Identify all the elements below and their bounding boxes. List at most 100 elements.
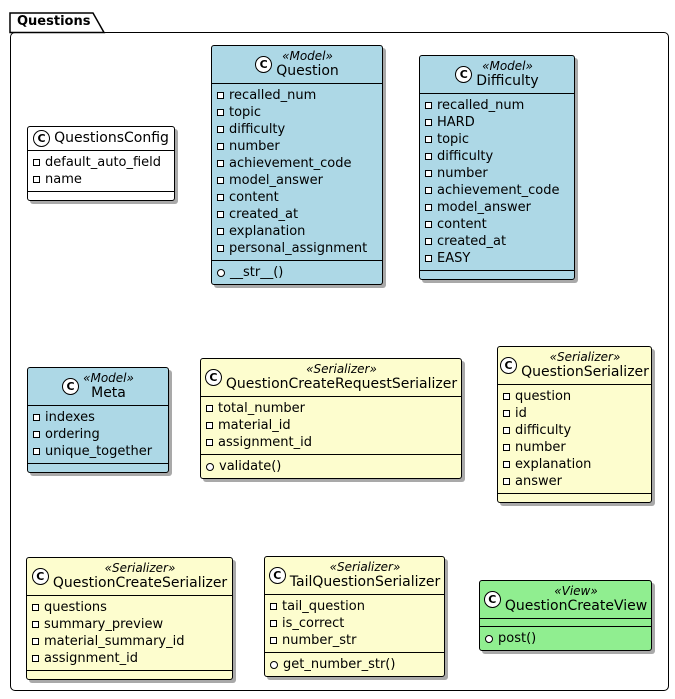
member-row: summary_preview xyxy=(32,616,227,633)
attribute-square-icon xyxy=(33,159,40,166)
member-label: difficulty xyxy=(437,149,494,164)
attribute-square-icon xyxy=(503,393,510,400)
class-icon: C xyxy=(483,591,501,608)
stereotype-label: «Serializer» xyxy=(306,362,377,376)
class-name: QuestionsConfig xyxy=(54,130,169,146)
method-circle-icon xyxy=(217,268,225,277)
class-icon: C xyxy=(268,567,286,584)
class-header: C «Serializer» QuestionCreateRequestSeri… xyxy=(201,359,461,397)
member-label: difficulty xyxy=(515,423,572,438)
member-label: tail_question xyxy=(282,599,365,614)
methods-compartment: __str__() xyxy=(212,260,382,284)
stereotype-label: «Serializer» xyxy=(104,561,176,575)
member-label: created_at xyxy=(229,207,299,222)
member-row: get_number_str() xyxy=(270,656,439,673)
class-header: C «Model» Meta xyxy=(28,368,168,406)
member-label: recalled_num xyxy=(437,98,525,113)
package-tab xyxy=(9,12,106,34)
package-border xyxy=(10,32,669,691)
class-header: C «Serializer» QuestionSerializer xyxy=(498,347,651,385)
member-row: assignment_id xyxy=(32,650,227,667)
class-icon: C xyxy=(31,568,49,585)
member-row: name xyxy=(33,171,169,188)
stereotype-label: «Model» xyxy=(282,49,333,63)
attribute-square-icon xyxy=(217,245,224,252)
class-icon: C xyxy=(33,130,51,147)
member-label: number xyxy=(229,139,280,154)
attribute-square-icon xyxy=(425,187,432,194)
attribute-square-icon xyxy=(425,102,432,109)
member-label: ordering xyxy=(45,427,100,442)
class-icon: C xyxy=(500,357,518,374)
member-label: EASY xyxy=(437,251,471,266)
member-label: name xyxy=(45,172,82,187)
attribute-square-icon xyxy=(503,410,510,417)
class-name: QuestionCreateRequestSerializer xyxy=(225,376,458,392)
member-label: difficulty xyxy=(229,122,286,137)
attribute-square-icon xyxy=(425,255,432,262)
class-name: TailQuestionSerializer xyxy=(289,574,441,590)
attribute-square-icon xyxy=(206,422,213,429)
class-name: Question xyxy=(276,63,339,79)
class-header: C «Serializer» TailQuestionSerializer xyxy=(265,557,444,595)
class-icon: C xyxy=(204,369,222,386)
class-box-question-serializer: C «Serializer» QuestionSerializer questi… xyxy=(497,346,652,503)
attribute-square-icon xyxy=(217,143,224,150)
attribute-square-icon xyxy=(206,405,213,412)
member-row: number xyxy=(217,138,377,155)
member-row: EASY xyxy=(425,250,569,267)
member-row: model_answer xyxy=(217,172,377,189)
member-label: achievement_code xyxy=(437,183,560,198)
member-row: unique_together xyxy=(33,443,163,460)
attribute-square-icon xyxy=(425,136,432,143)
attribute-square-icon xyxy=(217,92,224,99)
member-label: validate() xyxy=(219,459,282,474)
member-row: post() xyxy=(485,630,646,647)
attribute-square-icon xyxy=(425,153,432,160)
member-label: content xyxy=(229,190,279,205)
attribute-square-icon xyxy=(217,228,224,235)
attribute-square-icon xyxy=(425,221,432,228)
class-icon: C xyxy=(455,66,473,83)
member-row: number_str xyxy=(270,632,439,649)
stereotype-label: «Model» xyxy=(83,371,134,385)
method-circle-icon xyxy=(206,462,214,471)
member-label: get_number_str() xyxy=(283,657,396,672)
empty-methods-compartment xyxy=(498,493,651,502)
attribute-square-icon xyxy=(32,621,39,628)
member-label: question xyxy=(515,389,572,404)
member-label: number xyxy=(515,440,566,455)
member-label: achievement_code xyxy=(229,156,352,171)
member-row: achievement_code xyxy=(425,182,569,199)
member-label: number xyxy=(437,166,488,181)
member-label: summary_preview xyxy=(44,617,164,632)
member-label: model_answer xyxy=(437,200,531,215)
member-label: answer xyxy=(515,474,562,489)
member-row: number xyxy=(503,439,646,456)
empty-attributes-compartment xyxy=(480,619,651,626)
member-row: recalled_num xyxy=(425,97,569,114)
member-row: assignment_id xyxy=(206,434,456,451)
member-row: content xyxy=(217,189,377,206)
attribute-square-icon xyxy=(425,119,432,126)
member-row: tail_question xyxy=(270,598,439,615)
member-row: question xyxy=(503,388,646,405)
member-row: answer xyxy=(503,473,646,490)
member-row: total_number xyxy=(206,400,456,417)
member-label: topic xyxy=(229,105,262,120)
class-header: C «Serializer» QuestionCreateSerializer xyxy=(27,558,232,596)
methods-compartment: post() xyxy=(480,626,651,650)
member-label: recalled_num xyxy=(229,88,317,103)
attribute-square-icon xyxy=(33,414,40,421)
attribute-square-icon xyxy=(217,160,224,167)
member-row: explanation xyxy=(503,456,646,473)
member-row: topic xyxy=(217,104,377,121)
class-name: QuestionSerializer xyxy=(521,364,649,380)
member-label: model_answer xyxy=(229,173,323,188)
member-label: number_str xyxy=(282,633,357,648)
class-box-question-create-view: C «View» QuestionCreateView post() xyxy=(479,580,652,651)
